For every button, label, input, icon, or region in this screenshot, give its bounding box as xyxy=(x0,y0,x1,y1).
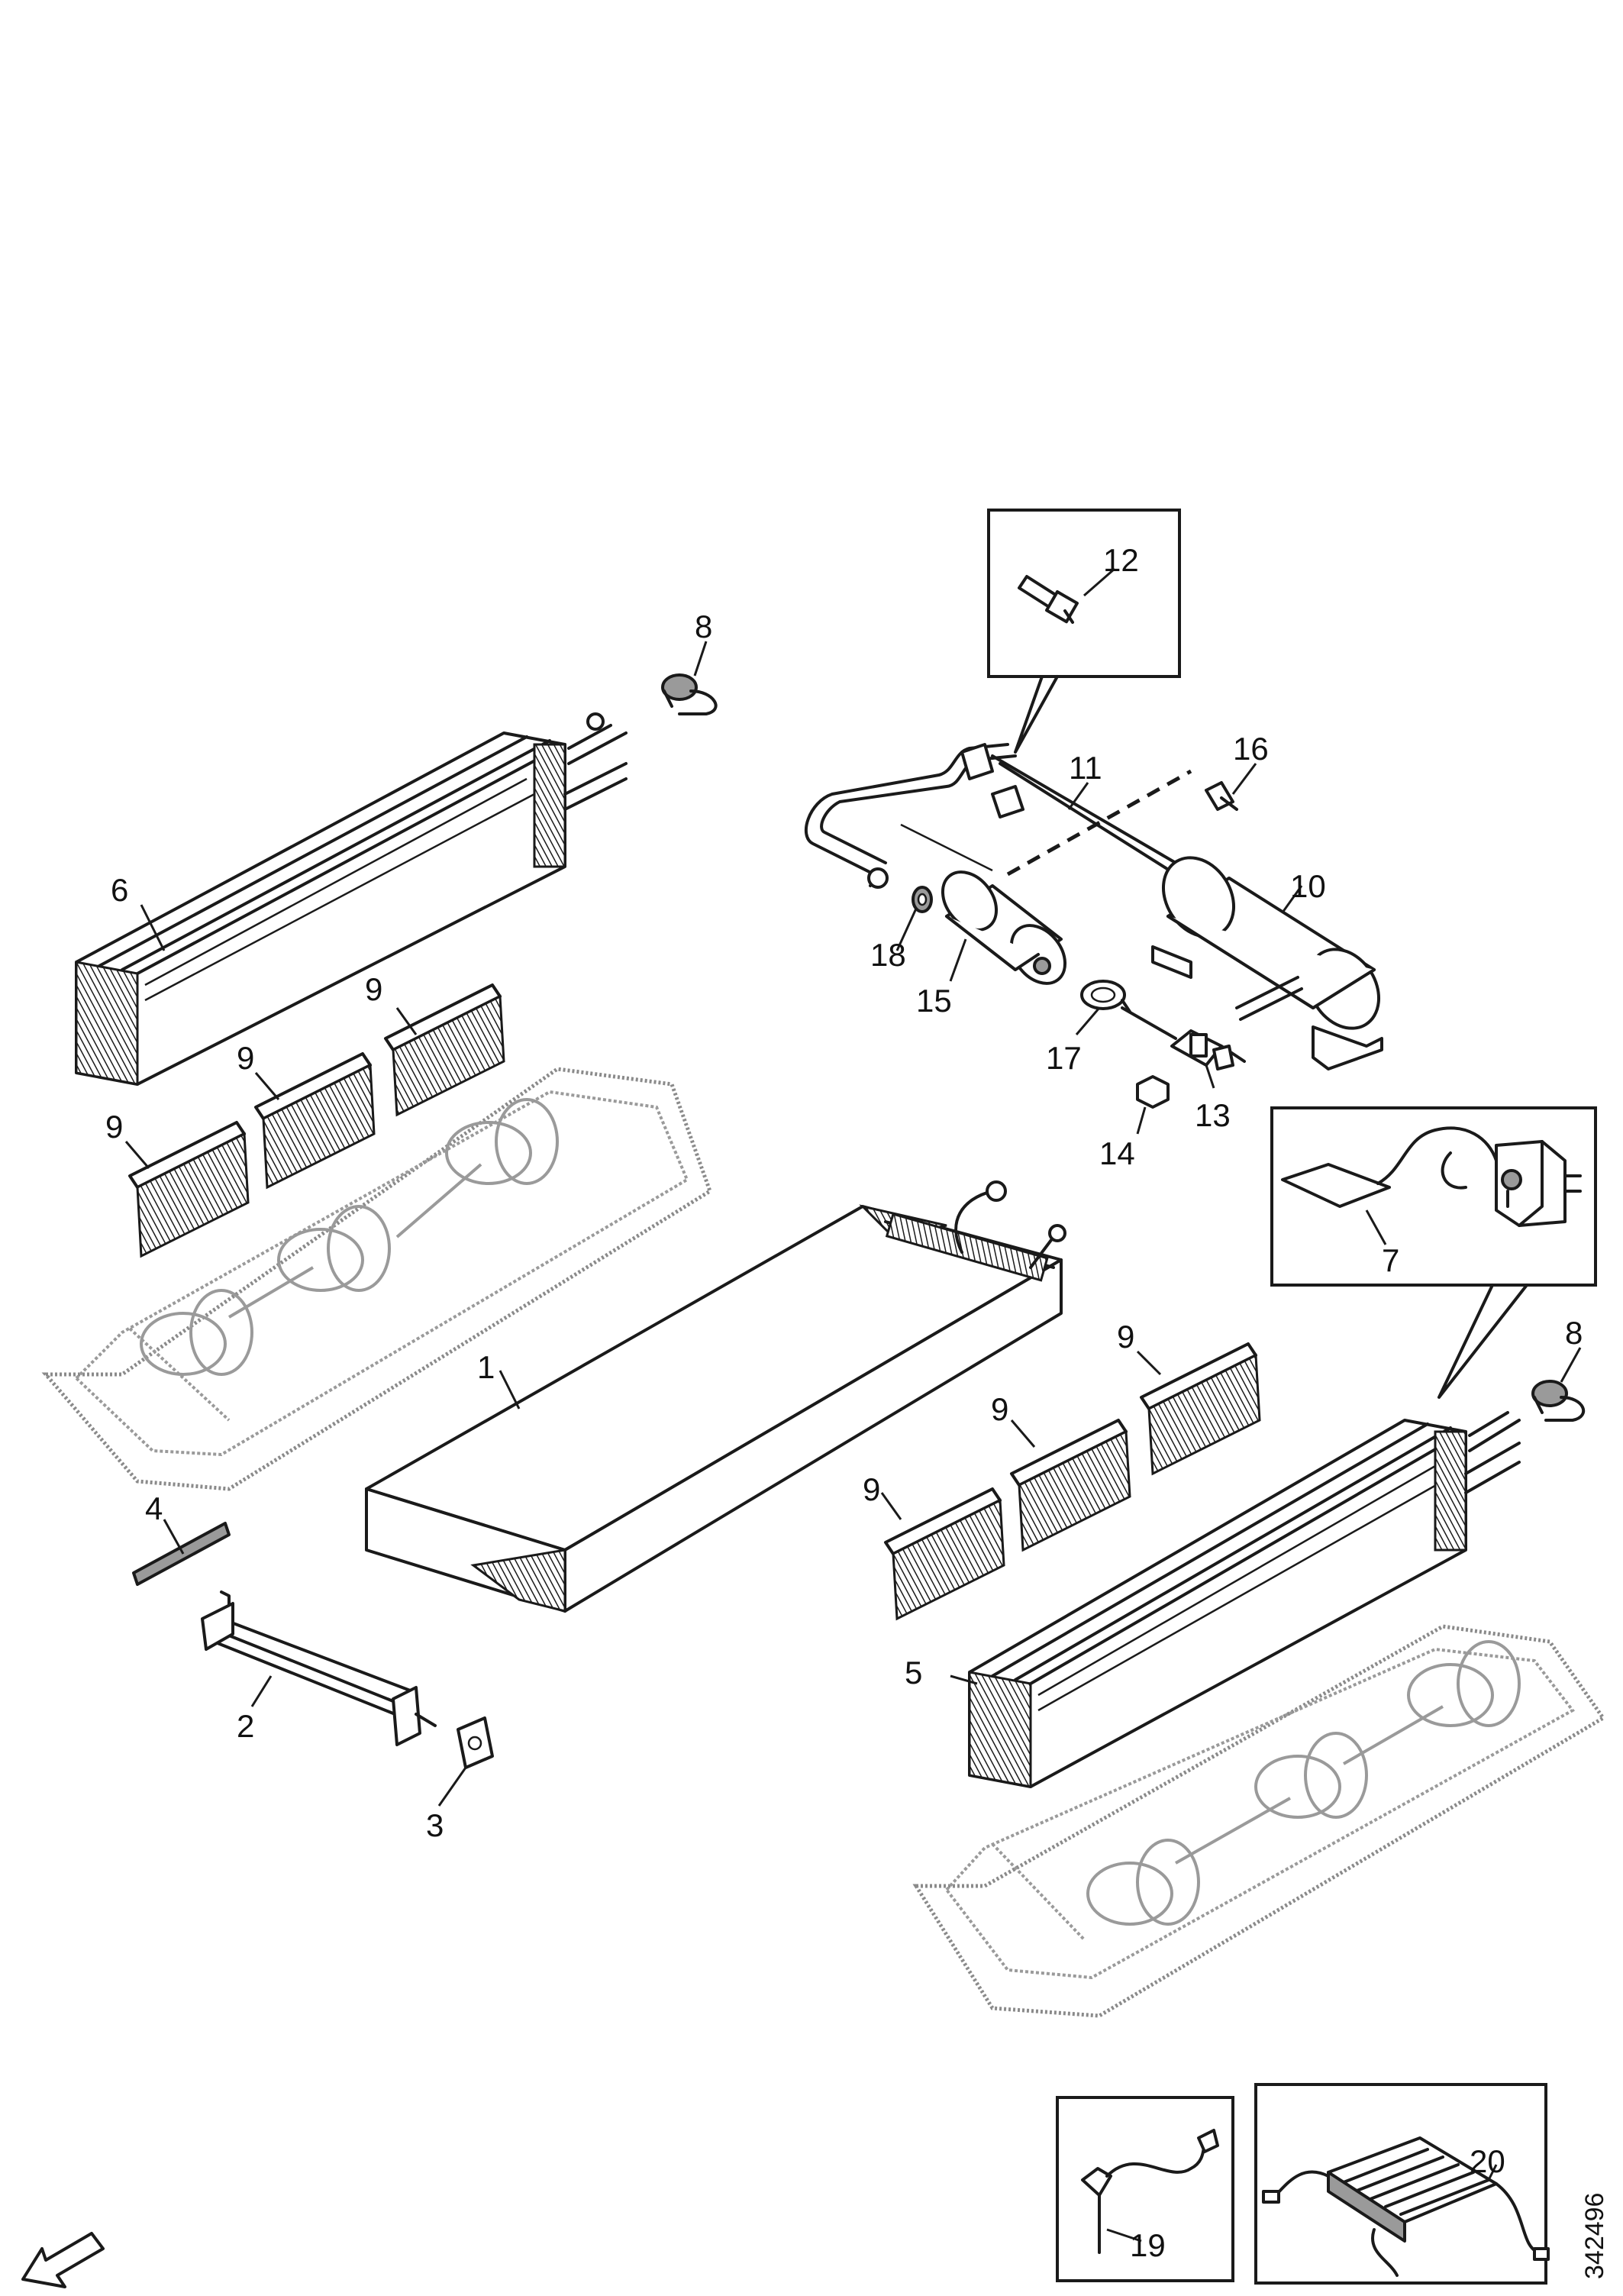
upper-left-blower-tray xyxy=(41,1067,713,1491)
callout-14: 14 xyxy=(1099,1135,1135,1171)
expansion-valve-fitting xyxy=(1121,1006,1246,1070)
callout-10: 10 xyxy=(1290,868,1326,904)
fitting-nut xyxy=(1136,1075,1170,1109)
mounting-bolt xyxy=(1205,781,1238,811)
detail-box-control-unit xyxy=(1270,1106,1597,1399)
callout-labels: 1 2 3 4 5 6 7 8 8 9 9 9 9 9 9 10 11 12 1… xyxy=(105,542,1583,2263)
callout-9-b: 9 xyxy=(237,1040,254,1076)
callout-12: 12 xyxy=(1103,542,1139,578)
callout-9-c: 9 xyxy=(365,971,382,1007)
callout-11: 11 xyxy=(1069,750,1102,786)
callout-6: 6 xyxy=(111,872,128,908)
callout-5: 5 xyxy=(905,1655,922,1691)
lower-right-blower-fans xyxy=(1086,1640,1521,1926)
mounting-clip xyxy=(457,1716,494,1769)
callout-7: 7 xyxy=(1382,1242,1399,1278)
mounting-bracket xyxy=(201,1590,437,1746)
sealing-washer xyxy=(912,886,933,913)
temperature-sensor-upper xyxy=(661,673,718,715)
heater-core-right xyxy=(968,1411,1521,1788)
heater-core-left xyxy=(75,712,628,1086)
callout-9-f: 9 xyxy=(1117,1319,1134,1355)
receiver-dryer xyxy=(941,870,1067,985)
callout-15: 15 xyxy=(916,983,952,1019)
detail-box-heat-sink-module xyxy=(1254,2083,1550,2285)
callout-4: 4 xyxy=(145,1490,163,1526)
hose-clamp xyxy=(1080,980,1131,1013)
callout-3: 3 xyxy=(426,1807,444,1843)
callout-9-a: 9 xyxy=(105,1109,123,1145)
callout-19: 19 xyxy=(1130,2227,1166,2263)
arrow-down-left-icon xyxy=(21,2232,105,2288)
callout-20: 20 xyxy=(1470,2143,1505,2179)
detail-box-wiring-harness xyxy=(1056,2096,1234,2282)
callout-9-e: 9 xyxy=(991,1391,1008,1427)
callout-8-upper: 8 xyxy=(695,609,712,644)
callout-8-lower: 8 xyxy=(1565,1315,1583,1351)
accumulator-tank xyxy=(1151,856,1383,1070)
callout-13: 13 xyxy=(1195,1097,1231,1133)
filter-panels-right xyxy=(884,1342,1261,1621)
condenser-core xyxy=(365,1180,1066,1613)
temperature-sensor-lower xyxy=(1531,1380,1586,1422)
callout-1: 1 xyxy=(477,1349,495,1385)
seal-strip xyxy=(132,1522,231,1586)
upper-left-blower-fans xyxy=(140,1098,559,1376)
lower-right-blower-tray xyxy=(912,1624,1606,2018)
callout-18: 18 xyxy=(870,937,906,973)
callout-17: 17 xyxy=(1046,1040,1082,1076)
callout-leaders xyxy=(124,641,1582,2243)
refrigerant-line-assembly xyxy=(805,743,1192,889)
detail-box-valve xyxy=(987,509,1181,754)
callout-2: 2 xyxy=(237,1708,254,1744)
drawing-number: 342496 xyxy=(1580,2193,1609,2279)
callout-9-d: 9 xyxy=(863,1471,880,1507)
callout-16: 16 xyxy=(1233,731,1269,767)
